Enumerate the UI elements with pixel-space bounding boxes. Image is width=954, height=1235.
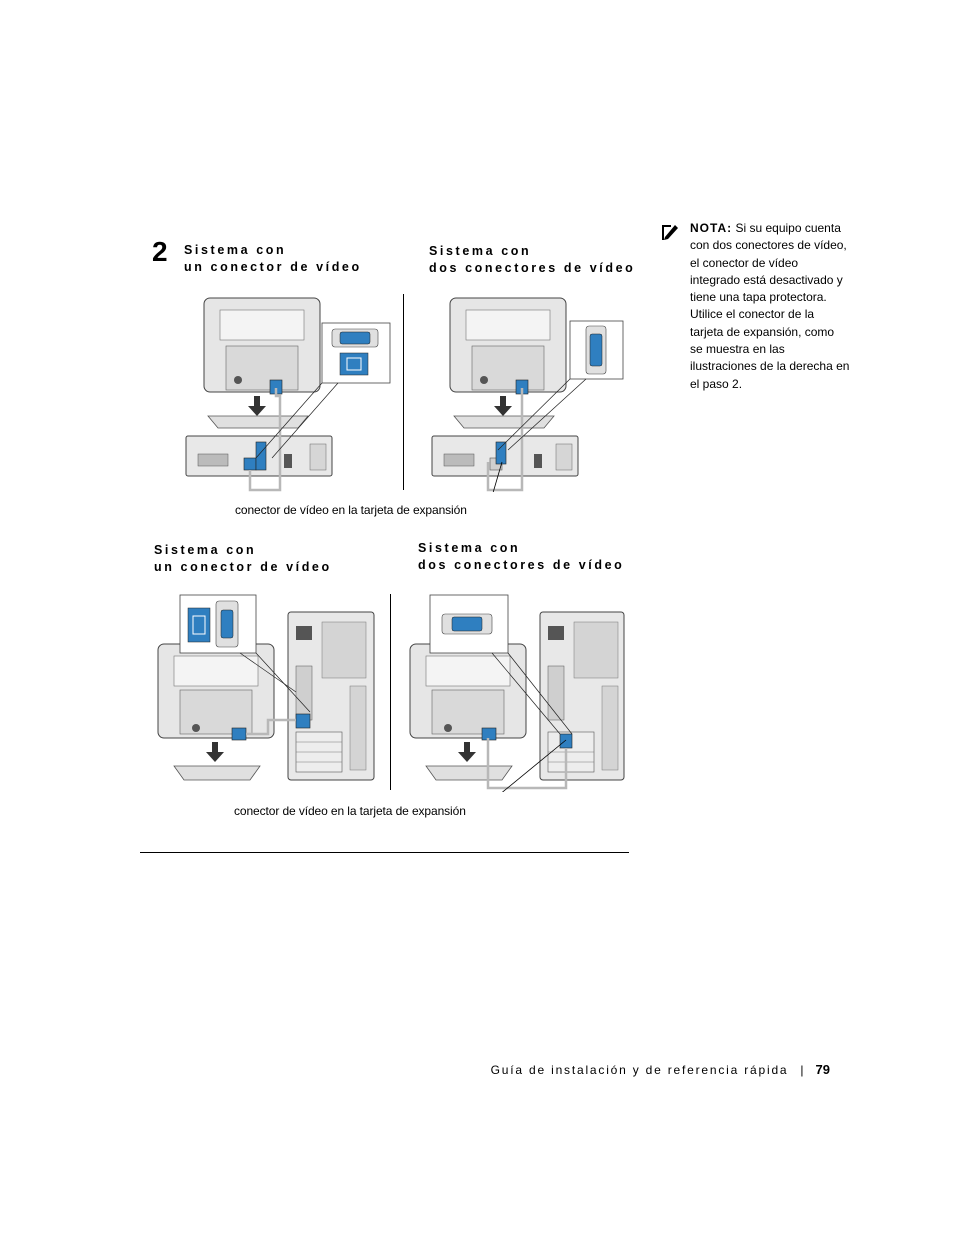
down-arrow-icon [206, 742, 224, 762]
caption-line: un conector de vídeo [154, 560, 332, 574]
note-text: Si su equipo cuenta con dos conectores d… [690, 221, 850, 391]
caption-top-left: Sistema con un conector de vídeo [184, 242, 362, 276]
monitor-icon [409, 643, 527, 741]
panel-divider [403, 294, 404, 490]
note-pencil-icon [660, 222, 680, 242]
tower-single-connector-illustration [157, 594, 375, 781]
monitor-icon [203, 297, 321, 395]
desktop-computer-icon [185, 435, 333, 477]
monitor-stand [173, 765, 261, 781]
tower-computer-icon [539, 611, 625, 781]
step-number: 2 [152, 236, 168, 267]
video-cable [486, 388, 524, 492]
caption-line: dos conectores de vídeo [418, 558, 625, 572]
caption-line: dos conectores de vídeo [429, 261, 636, 275]
note-label: NOTA: [690, 221, 733, 235]
callout-expansion-connector: conector de vídeo en la tarjeta de expan… [234, 804, 466, 818]
caption-line: Sistema con [418, 541, 521, 555]
caption-top-right: Sistema con dos conectores de vídeo [429, 243, 635, 277]
callout-leader [501, 739, 567, 792]
page-number: 79 [815, 1062, 830, 1077]
page-footer: Guía de instalación y de referencia rápi… [491, 1062, 830, 1077]
callout-leader [492, 461, 503, 492]
connector-detail-inset [179, 594, 257, 654]
monitor-stand [207, 415, 309, 429]
desktop-computer-icon [431, 435, 579, 477]
caption-line: Sistema con [429, 244, 532, 258]
note-block: NOTA: Si su equipo cuenta con dos conect… [690, 220, 850, 393]
footer-title: Guía de instalación y de referencia rápi… [490, 1063, 789, 1077]
video-cable [248, 388, 282, 492]
tower-dual-connector-illustration [409, 594, 625, 792]
caption-line: Sistema con [154, 543, 257, 557]
callout-expansion-connector: conector de vídeo en la tarjeta de expan… [235, 503, 467, 517]
down-arrow-icon [458, 742, 476, 762]
video-cable [246, 718, 296, 736]
desktop-dual-connector-illustration [431, 297, 624, 492]
section-rule [140, 852, 629, 853]
caption-bottom-right: Sistema con dos conectores de vídeo [418, 540, 624, 574]
desktop-single-connector-illustration [185, 297, 391, 492]
monitor-icon [449, 297, 567, 395]
panel-divider [390, 594, 391, 790]
monitor-icon [157, 643, 275, 741]
connector-detail-inset [569, 320, 624, 380]
footer-separator: | [800, 1063, 804, 1077]
connector-detail-inset [321, 322, 391, 384]
tower-computer-icon [287, 611, 375, 781]
down-arrow-icon [494, 396, 512, 416]
down-arrow-icon [248, 396, 266, 416]
video-cable [486, 738, 568, 790]
connector-detail-inset [429, 594, 509, 654]
monitor-stand [425, 765, 513, 781]
caption-line: Sistema con [184, 243, 287, 257]
caption-bottom-left: Sistema con un conector de vídeo [154, 542, 332, 576]
caption-line: un conector de vídeo [184, 260, 362, 274]
